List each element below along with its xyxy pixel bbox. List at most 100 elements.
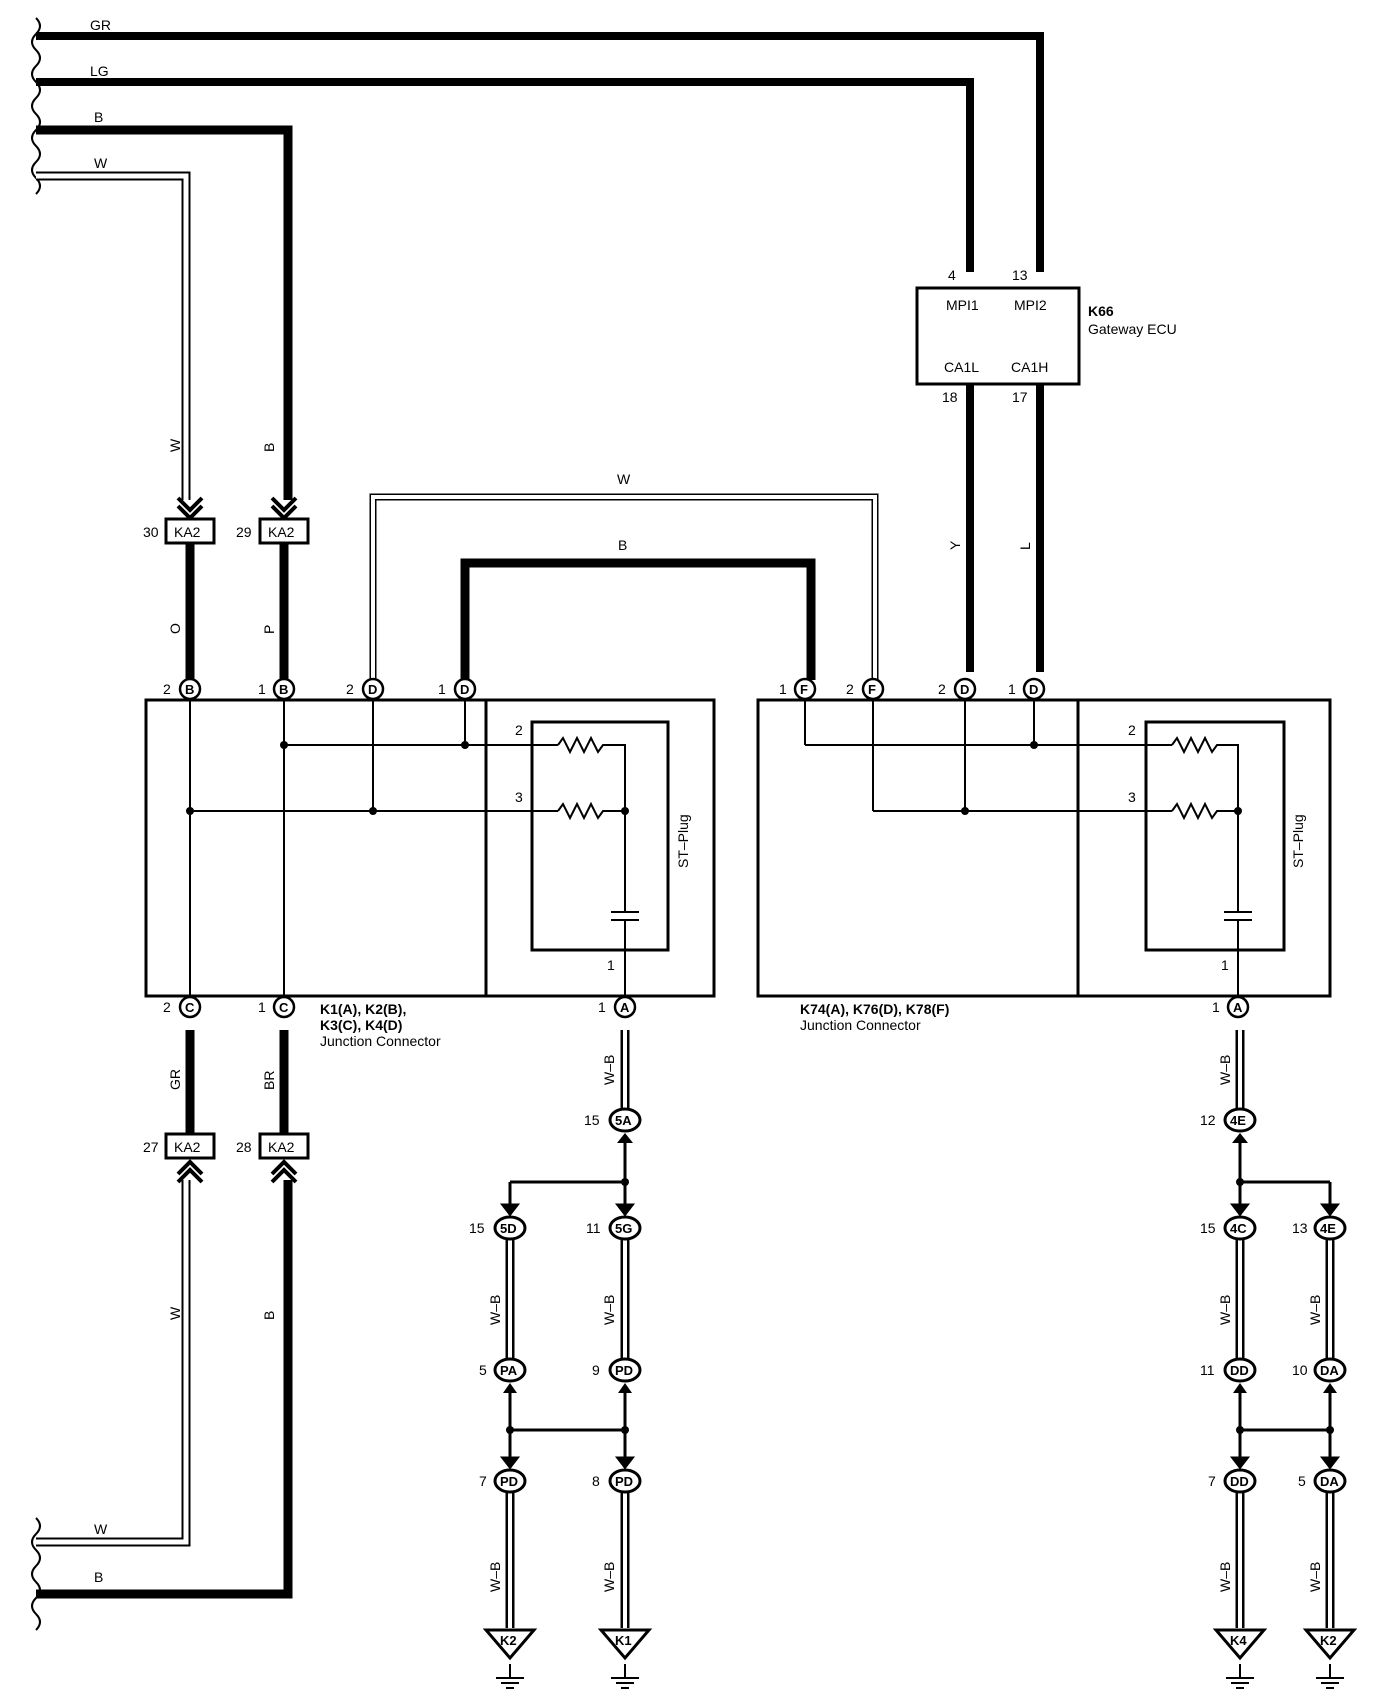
svg-text:PD: PD bbox=[615, 1474, 633, 1489]
wire-label-gr: GR bbox=[90, 17, 111, 33]
jc-left-plug: ST–Plug bbox=[675, 814, 691, 868]
connector-5a: 5A 15 bbox=[584, 1107, 642, 1143]
ka2-30-num: 30 bbox=[143, 524, 159, 540]
svg-text:PD: PD bbox=[615, 1363, 633, 1378]
svg-text:10: 10 bbox=[1292, 1362, 1308, 1378]
connector-4e-13: 4E 13 bbox=[1292, 1215, 1347, 1241]
svg-text:DD: DD bbox=[1230, 1474, 1249, 1489]
connector-dd-11: DD 11 bbox=[1200, 1357, 1257, 1393]
connector-5g: 5G 11 bbox=[586, 1215, 642, 1241]
wire-b-bottom bbox=[36, 1180, 293, 1599]
svg-text:5: 5 bbox=[479, 1362, 487, 1378]
svg-text:1: 1 bbox=[438, 681, 446, 697]
jc-left-cap1: 1 bbox=[607, 957, 615, 973]
ka2-connectors: KA2 KA2 30 29 KA2 KA2 27 28 bbox=[143, 496, 310, 1184]
wire-label-b-down: B bbox=[261, 443, 277, 452]
wire-b-top bbox=[36, 125, 293, 500]
connector-da-10: DA 10 bbox=[1292, 1357, 1347, 1393]
wire-labels: GR LG B W W B W B O P W B Y L GR BR W B … bbox=[90, 17, 1323, 1592]
ka2-28-label: KA2 bbox=[268, 1139, 295, 1155]
wire-label-lg: LG bbox=[90, 63, 109, 79]
gateway-name: Gateway ECU bbox=[1088, 321, 1177, 337]
svg-text:15: 15 bbox=[1200, 1220, 1216, 1236]
num-ca1h: 17 bbox=[1012, 389, 1028, 405]
connector-pd-7: PD 7 bbox=[479, 1468, 527, 1494]
wire-label-b-up: B bbox=[261, 1311, 277, 1320]
connector-pd-8: PD 8 bbox=[592, 1468, 642, 1494]
wire-label-gr-lower: GR bbox=[167, 1069, 183, 1090]
wire-break-marks bbox=[31, 17, 41, 1631]
wire-label-w-up: W bbox=[167, 1306, 183, 1320]
wire-label-w-down: W bbox=[167, 438, 183, 452]
svg-text:2: 2 bbox=[163, 999, 171, 1015]
jc-left-line1: K1(A), K2(B), bbox=[320, 1001, 406, 1017]
wire-gr bbox=[36, 32, 1044, 272]
ground-branch-right: 4E 12 4C 15 4E 13 DD 11 DA 10 bbox=[1200, 1107, 1358, 1689]
svg-text:5A: 5A bbox=[615, 1113, 632, 1128]
wire-label-wb-3: W–B bbox=[601, 1295, 617, 1325]
wire-label-y: Y bbox=[947, 540, 963, 550]
jc-right-res3: 3 bbox=[1128, 789, 1136, 805]
svg-text:5G: 5G bbox=[615, 1221, 632, 1236]
svg-text:7: 7 bbox=[479, 1473, 487, 1489]
jc-left-res3: 3 bbox=[515, 789, 523, 805]
jc-right-bottom-pins: A 1 bbox=[1212, 995, 1250, 1019]
wire-label-l: L bbox=[1017, 542, 1033, 550]
svg-text:K2: K2 bbox=[500, 1633, 517, 1648]
jc-left-name: Junction Connector bbox=[320, 1033, 441, 1049]
svg-text:15: 15 bbox=[469, 1220, 485, 1236]
gateway-ecu: MPI1 MPI2 CA1L CA1H 4 13 18 17 K66 Gatew… bbox=[915, 267, 1177, 405]
svg-text:PA: PA bbox=[500, 1363, 518, 1378]
svg-text:4C: 4C bbox=[1230, 1221, 1247, 1236]
wire-w-bridge bbox=[369, 493, 879, 680]
pin-mpi2: MPI2 bbox=[1014, 297, 1047, 313]
svg-text:C: C bbox=[185, 1000, 195, 1015]
svg-text:DA: DA bbox=[1320, 1474, 1339, 1489]
svg-text:7: 7 bbox=[1208, 1473, 1216, 1489]
svg-text:1: 1 bbox=[258, 681, 266, 697]
wire-b-bridge bbox=[460, 558, 816, 680]
junction-connector-right: 2 3 1 ST–Plug K74(A), K76(D), K78(F) Jun… bbox=[756, 686, 1332, 1033]
connector-4e-12: 4E 12 bbox=[1200, 1107, 1257, 1143]
svg-text:B: B bbox=[185, 682, 194, 697]
ka2-29-label: KA2 bbox=[268, 524, 295, 540]
wire-label-wb-5: W–B bbox=[601, 1562, 617, 1592]
wire-label-wb-1: W–B bbox=[601, 1055, 617, 1085]
svg-text:D: D bbox=[960, 682, 969, 697]
num-ca1l: 18 bbox=[942, 389, 958, 405]
svg-text:13: 13 bbox=[1292, 1220, 1308, 1236]
svg-text:DA: DA bbox=[1320, 1363, 1339, 1378]
svg-text:K2: K2 bbox=[1320, 1633, 1337, 1648]
svg-text:PD: PD bbox=[500, 1474, 518, 1489]
pin-terminal: A 1 bbox=[1212, 995, 1250, 1019]
connector-4c: 4C 15 bbox=[1200, 1215, 1257, 1241]
svg-text:D: D bbox=[460, 682, 469, 697]
connector-da-5: DA 5 bbox=[1298, 1468, 1347, 1494]
wire-label-wb-10: W–B bbox=[1307, 1562, 1323, 1592]
gateway-id: K66 bbox=[1088, 303, 1114, 319]
wire-label-wb-9: W–B bbox=[1217, 1562, 1233, 1592]
jc-right-res2: 2 bbox=[1128, 722, 1136, 738]
wire-label-b-bottom: B bbox=[94, 1569, 103, 1585]
connector-dd-7: DD 7 bbox=[1208, 1468, 1257, 1494]
pin-terminal: B 2 bbox=[163, 677, 202, 701]
pin-terminal: A 1 bbox=[598, 995, 637, 1019]
wire-label-wb-2: W–B bbox=[487, 1295, 503, 1325]
svg-text:8: 8 bbox=[592, 1473, 600, 1489]
jc-left-top-pins: B 2 B 1 D 2 D 1 bbox=[163, 677, 477, 701]
svg-text:1: 1 bbox=[1008, 681, 1016, 697]
svg-text:2: 2 bbox=[346, 681, 354, 697]
wire-label-br: BR bbox=[261, 1071, 277, 1090]
svg-text:11: 11 bbox=[586, 1220, 601, 1236]
svg-text:F: F bbox=[868, 682, 876, 697]
ground-point-k2-left: K2 bbox=[482, 1628, 538, 1689]
wire-label-b: B bbox=[94, 109, 103, 125]
svg-text:D: D bbox=[1029, 682, 1038, 697]
pin-ca1h: CA1H bbox=[1011, 359, 1048, 375]
connector-5d: 5D 15 bbox=[469, 1215, 527, 1241]
pin-terminal: D 1 bbox=[438, 677, 477, 701]
pin-terminal: D 2 bbox=[938, 677, 977, 701]
wire-label-w-bridge: W bbox=[617, 471, 631, 487]
svg-text:A: A bbox=[620, 1000, 630, 1015]
